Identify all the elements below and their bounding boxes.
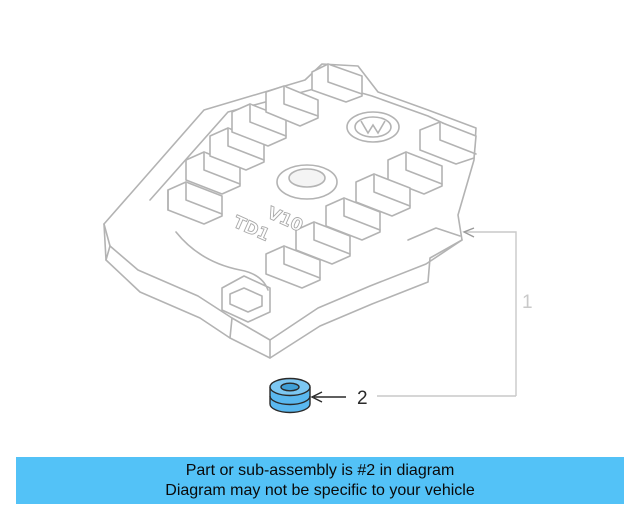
callout-1-number: 1: [522, 292, 533, 313]
callout-2-number: 2: [357, 388, 368, 409]
grommet-icon: [269, 377, 311, 414]
vw-logo-icon: [346, 111, 400, 143]
info-banner: Part or sub-assembly is #2 in diagram Di…: [16, 457, 624, 504]
banner-line-part: Part or sub-assembly is #2 in diagram: [185, 462, 455, 479]
callout-1-leader: [377, 227, 517, 397]
banner-line-disclaimer: Diagram may not be specific to your vehi…: [165, 482, 475, 499]
callout-2-leader: [310, 391, 346, 403]
engine-cover-icon: [103, 63, 477, 359]
